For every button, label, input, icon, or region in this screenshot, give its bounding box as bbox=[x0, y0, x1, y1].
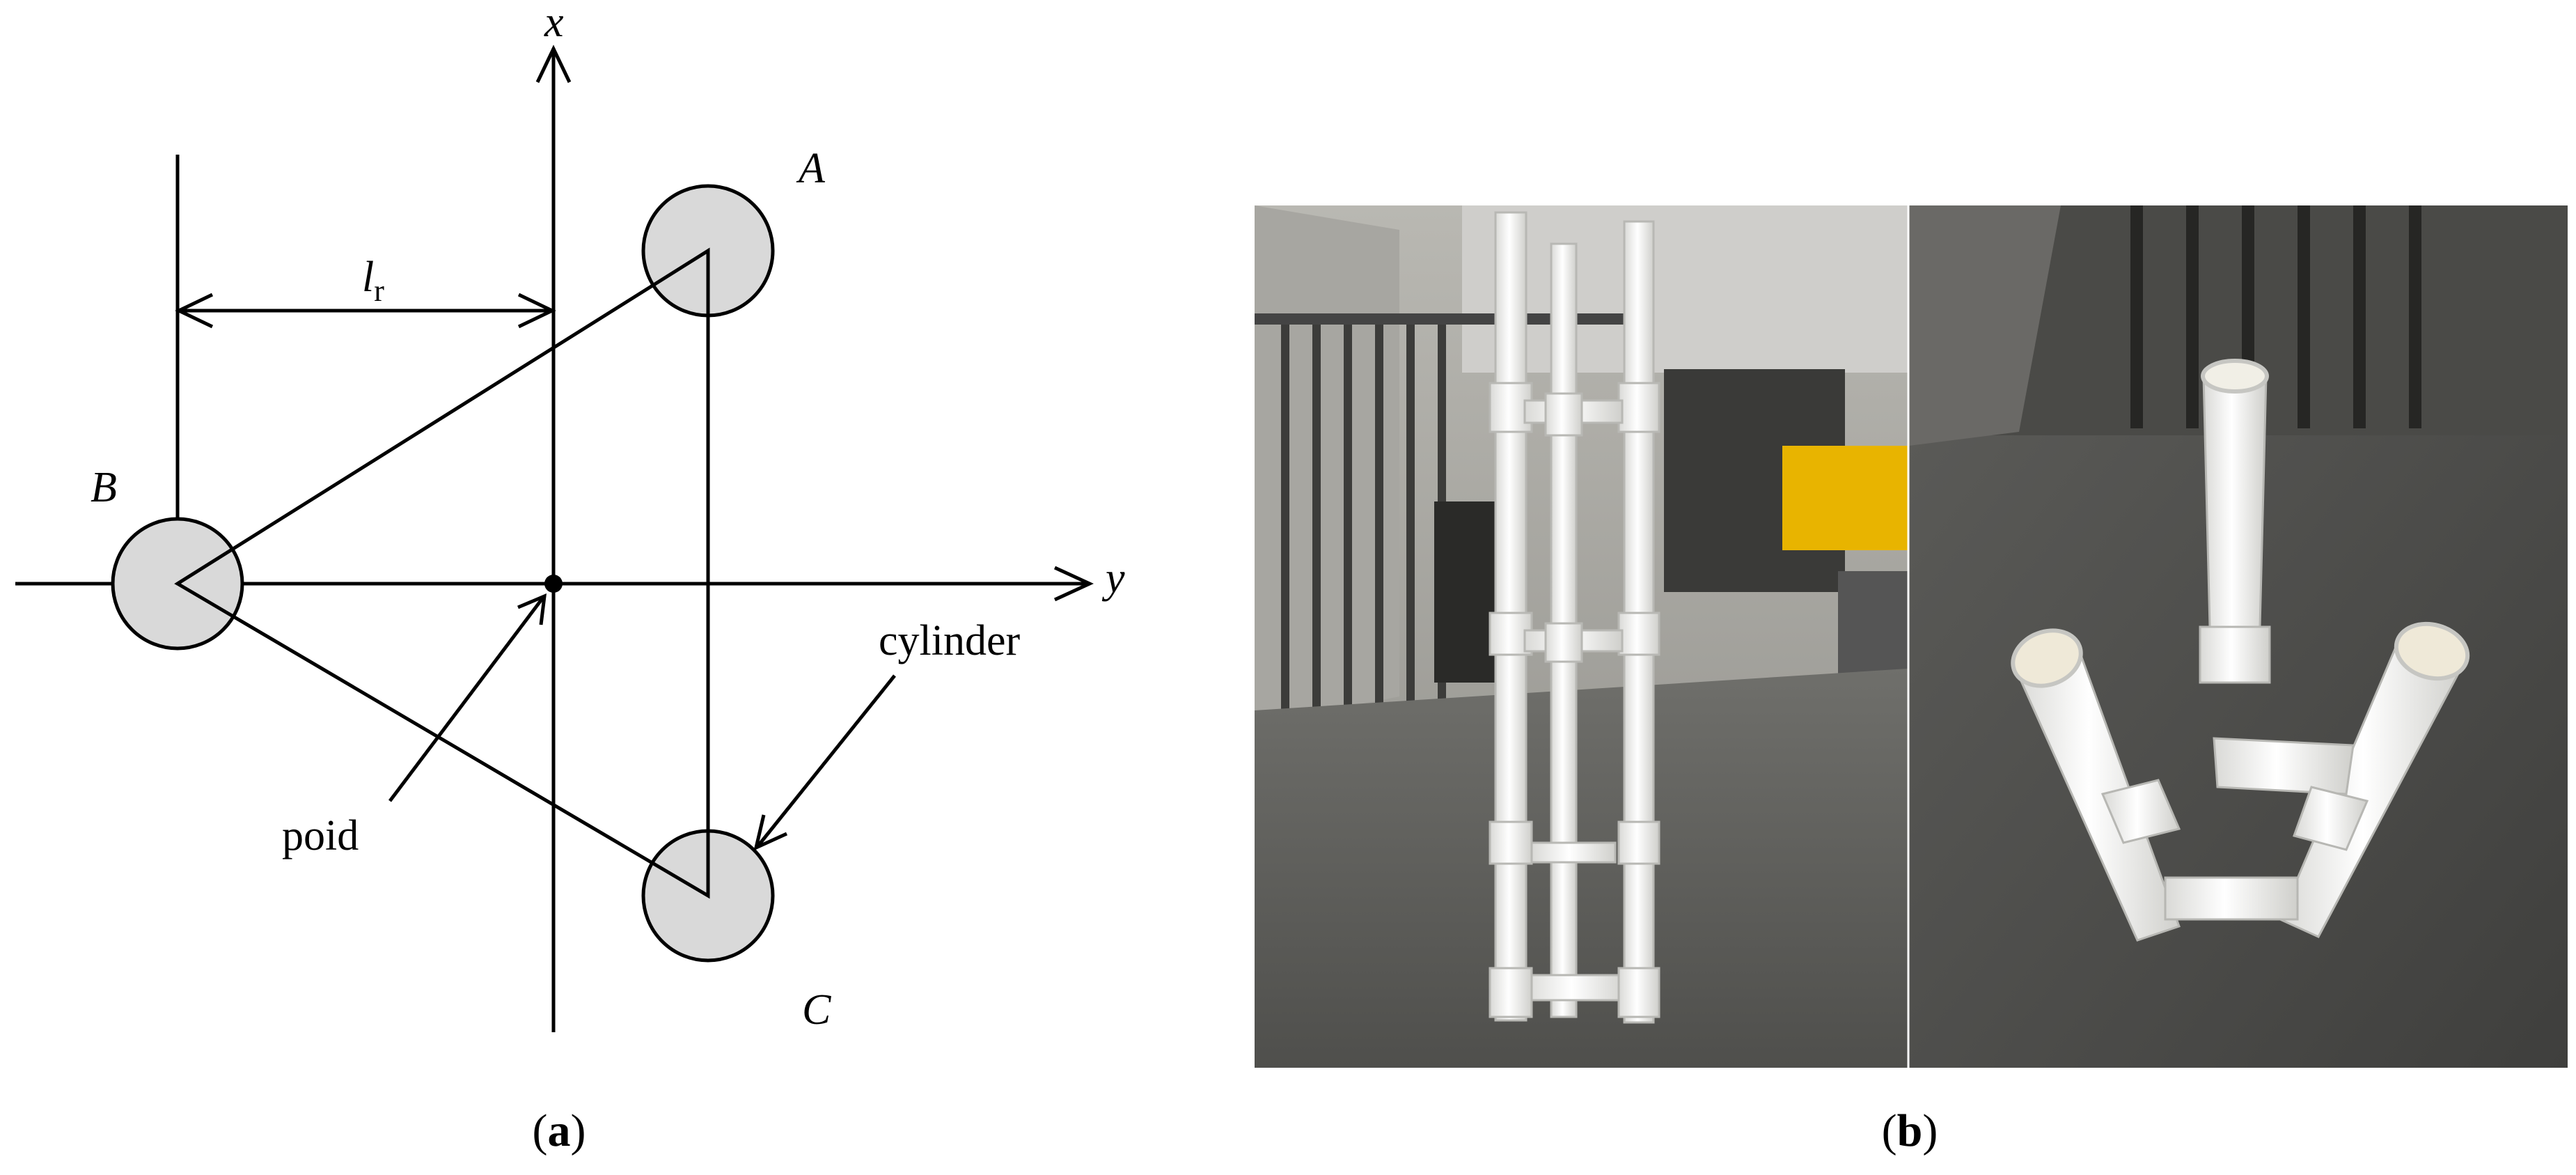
length-label-main: l bbox=[362, 254, 374, 301]
origin-point bbox=[544, 575, 563, 593]
cylinder-c-label: C bbox=[802, 986, 831, 1034]
x-axis-arrowhead bbox=[535, 45, 572, 84]
cylinder-b-label: B bbox=[91, 464, 117, 511]
poid-callout-arrow bbox=[388, 593, 547, 802]
photo-side-view bbox=[1255, 205, 1908, 1068]
pipe-opening-center bbox=[2201, 359, 2269, 394]
y-axis-arrowhead bbox=[1053, 566, 1094, 602]
poid-callout-label: poid bbox=[282, 812, 359, 859]
dimension-arrowhead-left bbox=[175, 293, 214, 329]
cylinder-triangle bbox=[174, 247, 710, 899]
axis-y-label: y bbox=[1101, 554, 1125, 602]
pipe-opening-right bbox=[2394, 621, 2470, 681]
caption-b: (b) bbox=[1882, 1105, 1938, 1156]
cylinder-callout-label: cylinder bbox=[879, 617, 1020, 664]
dimension-arrowhead-right bbox=[517, 293, 556, 329]
axis-x-label: x bbox=[544, 0, 564, 46]
caption-a: (a) bbox=[533, 1105, 586, 1156]
length-label-subscript: r bbox=[374, 274, 384, 308]
length-label: lr bbox=[362, 254, 384, 308]
pipe-opening-left bbox=[2011, 628, 2083, 688]
cylinder-a-label: A bbox=[796, 145, 826, 192]
photo-top-view bbox=[1909, 205, 2568, 1068]
cylinder-callout-arrow bbox=[753, 674, 896, 851]
